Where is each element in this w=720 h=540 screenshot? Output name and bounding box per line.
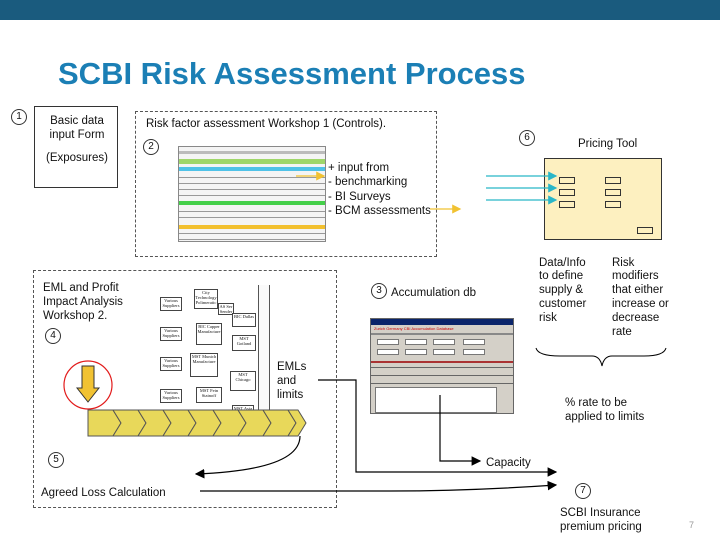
arrow-emls-to-pricing [318,379,558,477]
pricing-factor-cell [605,189,621,196]
risk-modifiers-line: rate [612,326,632,338]
arrow-loss-to-pricing [200,480,558,492]
step-number-3: 3 [371,283,387,299]
emls-line: and [277,375,297,387]
input-item-1: + input from [328,162,390,174]
capacity-label: Capacity [486,457,531,469]
basic-data-input-form-box: Basic data input Form (Exposures) [34,106,118,188]
flow-node: Various Suppliers [160,389,182,403]
data-info-line: Data/Info [539,257,586,269]
step-number-2: 2 [143,139,159,155]
rate-line: % rate to be [565,397,628,409]
flow-node: MST Fein Stainoff [196,387,222,403]
risk-modifiers-line: increase or [612,298,669,310]
flow-node: Various Suppliers [160,297,182,311]
flow-node: AS Ser Sender [218,303,234,315]
basic-data-line1: Basic data [50,115,104,127]
pricing-input-cell [559,189,575,196]
basic-data-line2: input Form [49,129,105,141]
workshop2-region [33,270,337,508]
rate-line: applied to limits [565,411,645,423]
step-number-5: 5 [48,452,64,468]
brace [535,347,667,367]
pricing-tool-box [544,158,662,240]
risk-modifiers-line: decrease [612,312,660,324]
cyan-arrows [486,171,558,205]
flow-node: BIC Dallas [232,313,256,327]
pricing-factor-cell [605,201,621,208]
pricing-output-cell [637,227,653,234]
flow-node: MST Chicago [230,371,256,391]
arrow-to-loss-calc [194,435,301,479]
risk-factor-spreadsheet-thumbnail [178,146,326,242]
pricing-tool-label: Pricing Tool [578,138,638,150]
input-item-3: - BI Surveys [328,191,391,203]
down-arrow-icon [75,365,101,403]
premium-pricing-line: SCBI Insurance [560,507,641,519]
yellow-arrows [296,171,462,214]
risk-modifiers-line: modifiers [612,270,659,282]
emls-line: limits [277,389,304,401]
input-item-2: - benchmarking [328,176,408,188]
step-number-6: 6 [519,130,535,146]
data-info-line: customer [539,298,587,310]
input-item-4: - BCM assessments [328,205,431,217]
workshop1-region [135,111,437,257]
flow-node: Various Suppliers [160,327,182,341]
data-info-line: risk [539,312,557,324]
flow-node: BIC Capper Manufacture [196,323,222,345]
accumulation-db-window: Zurich Germany CBI Accumulation Database [370,318,514,414]
step-number-7: 7 [575,483,591,499]
workshop2-title-line: Workshop 2. [43,310,108,322]
flow-node: City Technology Polimeratic [194,289,218,309]
flow-node: MST Munich Manufacture [190,353,218,377]
slide-title: SCBI Risk Assessment Process [58,56,526,91]
workshop1-title: Risk factor assessment Workshop 1 (Contr… [146,118,387,130]
db-window-title: Zurich Germany CBI Accumulation Database [374,326,454,331]
agreed-loss-calculation-label: Agreed Loss Calculation [41,487,166,499]
pricing-input-cell [559,201,575,208]
workshop2-title-line: EML and Profit [43,282,119,294]
flow-node: MST Gotland [232,335,256,351]
top-banner [0,0,720,20]
page-number: 7 [688,520,694,530]
risk-modifiers-line: Risk [612,257,635,269]
data-info-line: to define [539,270,584,282]
flow-node: Various Suppliers [160,357,182,371]
data-info-line: supply & [539,284,584,296]
arrow-db-to-capacity [439,395,482,466]
accumulation-db-label: Accumulation db [391,287,477,299]
basic-data-line3: (Exposures) [46,152,108,164]
risk-modifiers-line: that either [612,284,664,296]
workshop2-title-line: Impact Analysis [43,296,123,308]
process-chevrons [87,409,307,437]
pricing-input-cell [559,177,575,184]
emls-line: EMLs [277,361,307,373]
step-number-4: 4 [45,328,61,344]
step-number-1: 1 [11,109,27,125]
premium-pricing-line: premium pricing [560,521,642,533]
pricing-factor-cell [605,177,621,184]
